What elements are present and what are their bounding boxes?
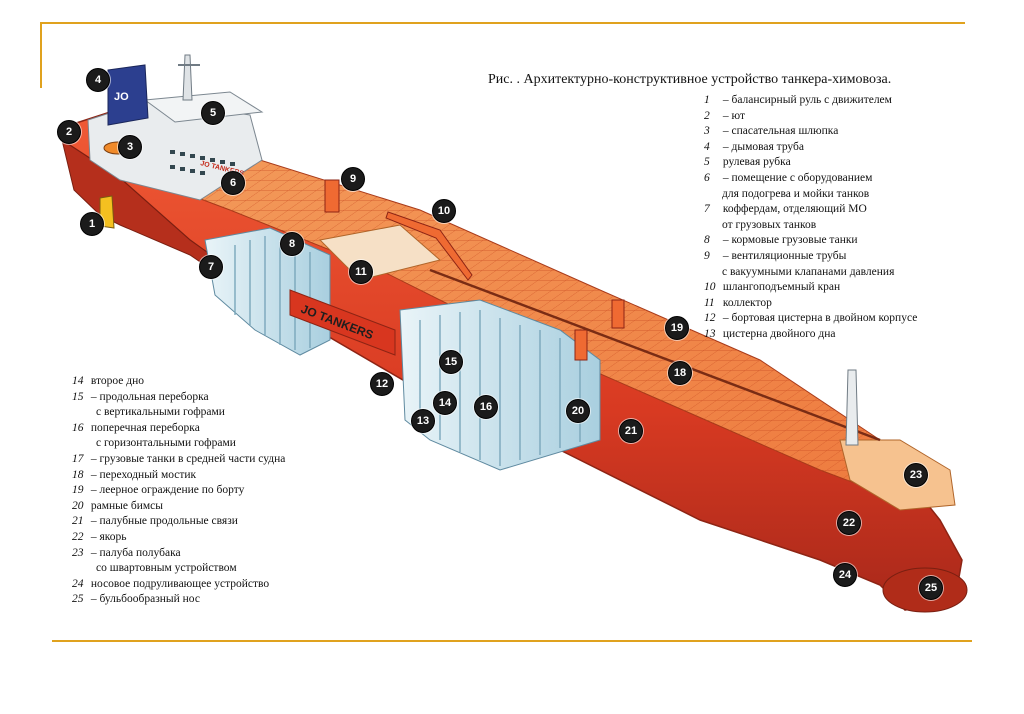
callout-badge: 4: [86, 68, 110, 92]
funnel: [107, 64, 149, 126]
callout-badge: 9: [341, 167, 365, 191]
legend-item: 10 шлангоподъемный кран: [704, 281, 841, 294]
callout-badge: 24: [833, 563, 857, 587]
callout-badge: 2: [57, 120, 81, 144]
aft-tank-cutaway: [204, 227, 331, 356]
hull-band: [289, 289, 396, 356]
hose-crane: [385, 211, 473, 281]
legend-item: 19 – леерное ограждение по борту: [72, 484, 245, 497]
vent-pipes: [324, 179, 625, 361]
callout-badge: 1: [80, 212, 104, 236]
fore-mast: [845, 369, 859, 446]
top-rule: [40, 22, 965, 24]
callout-badge: 16: [474, 395, 498, 419]
callout-badge: 18: [668, 361, 692, 385]
legend-item: 14 второе дно: [72, 375, 145, 387]
callout-badge: 22: [837, 511, 861, 535]
left-rule: [40, 22, 42, 88]
callout-badge: 3: [118, 135, 142, 159]
callout-badge: 8: [280, 232, 304, 256]
legend-item: 12 – бортовая цистерна в двойном корпусе: [704, 312, 918, 325]
callout-badge: 6: [221, 171, 245, 195]
figure-caption: Рис. . Архитектурно-конструктивное устро…: [488, 72, 892, 87]
legend-right: 1 – балансирный руль с движителем 2 – ют…: [704, 93, 917, 343]
callout-badge: 23: [904, 463, 928, 487]
forecastle-deck: [839, 439, 956, 511]
legend-item: 20 рамные бимсы: [72, 499, 163, 512]
callout-badge: 15: [439, 350, 463, 374]
legend-item: 4 – дымовая труба: [704, 140, 804, 153]
legend-item: 22 – якорь: [72, 530, 127, 543]
legend-item: 24 носовое подруливающее устройство: [72, 577, 270, 590]
callout-badge: 12: [370, 372, 394, 396]
callout-badge: 11: [349, 260, 373, 284]
callout-badge: 13: [411, 409, 435, 433]
legend-item: 17 – грузовые танки в средней части судн…: [72, 452, 286, 465]
legend-item: 1 – балансирный руль с движителем: [704, 94, 892, 106]
legend-item: 13 цистерна двойного дна: [704, 327, 836, 340]
callout-badge: 19: [665, 316, 689, 340]
legend-item: 3 – спасательная шлюпка: [704, 125, 839, 138]
legend-item: 2 – ют: [704, 109, 745, 122]
catwalk: [429, 268, 881, 442]
callout-badge: 5: [201, 101, 225, 125]
bottom-rule: [52, 640, 972, 642]
legend-item: 5 рулевая рубка: [704, 156, 791, 169]
legend-item: 11 коллектор: [704, 296, 772, 309]
callout-badge: 14: [433, 391, 457, 415]
legend-item: 8 – кормовые грузовые танки: [704, 234, 858, 247]
callout-badge: 7: [199, 255, 223, 279]
legend-item: 25 – бульбообразный нос: [72, 593, 200, 606]
callout-badge: 10: [432, 199, 456, 223]
callout-badge: 21: [619, 419, 643, 443]
funnel-logo: JO: [114, 91, 129, 103]
radar-mast: [182, 54, 193, 101]
callout-badge: 25: [919, 576, 943, 600]
legend-item: 21 – палубные продольные связи: [72, 515, 238, 528]
legend-item: 18 – переходный мостик: [72, 468, 197, 481]
callout-badge: 20: [566, 399, 590, 423]
